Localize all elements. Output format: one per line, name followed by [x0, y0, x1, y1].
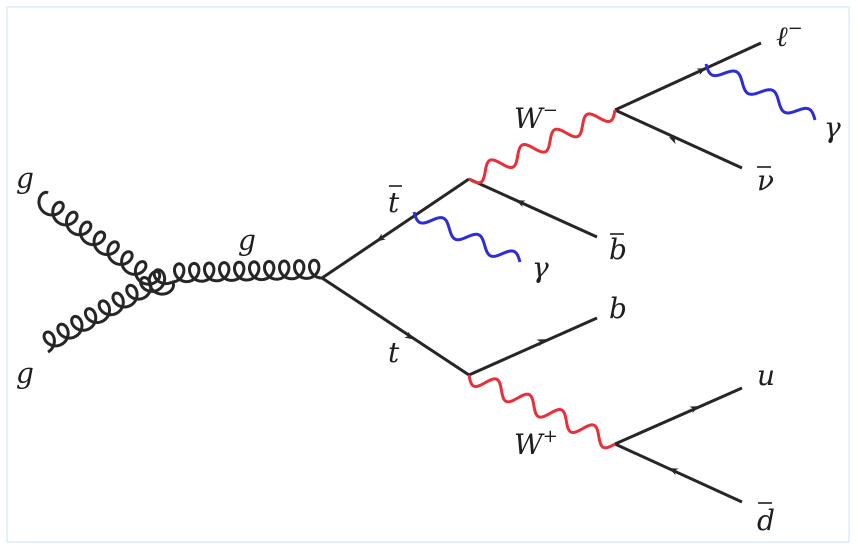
label-top-bar: t [388, 186, 400, 219]
top-line [321, 276, 470, 377]
gluon-in-bottom [42, 268, 173, 354]
photon-from-lepton [704, 63, 817, 121]
w-minus-base: W [514, 102, 545, 135]
photon-from-top [412, 211, 522, 263]
label-photon-lepton: γ [824, 111, 841, 144]
w-minus-boson [468, 109, 617, 185]
b-line [468, 316, 598, 377]
w-plus-sup: + [543, 426, 558, 447]
b-bar-line [468, 177, 598, 239]
w-minus-sup: − [543, 100, 558, 121]
label-nu-bar: ν [757, 164, 774, 197]
gluon-in-top [37, 190, 175, 296]
label-gluon-in-top: g [16, 162, 34, 195]
label-b: b [609, 292, 627, 325]
label-b-bar: b [609, 233, 627, 266]
u-line [614, 386, 743, 446]
label-gluon-in-bottom: g [16, 357, 34, 390]
w-plus-boson [467, 374, 616, 450]
label-photon-top: γ [532, 251, 549, 284]
d-bar-line [614, 442, 743, 504]
diagram-frame [6, 6, 850, 543]
label-d-bar: d [757, 504, 775, 537]
top-bar-line [321, 177, 470, 280]
lepton-sup: − [788, 18, 803, 39]
lepton-base: ℓ [776, 20, 788, 53]
label-top: t [388, 336, 400, 369]
nu-bar-line [614, 108, 743, 170]
label-w-plus: W+ [514, 426, 558, 461]
label-gluon-propagator: g [238, 224, 256, 257]
label-lepton: ℓ− [776, 18, 803, 53]
gluon-propagator [171, 258, 323, 284]
label-u: u [757, 359, 775, 392]
label-w-minus: W− [514, 100, 558, 135]
lepton-line [614, 41, 762, 112]
w-plus-base: W [514, 428, 545, 461]
